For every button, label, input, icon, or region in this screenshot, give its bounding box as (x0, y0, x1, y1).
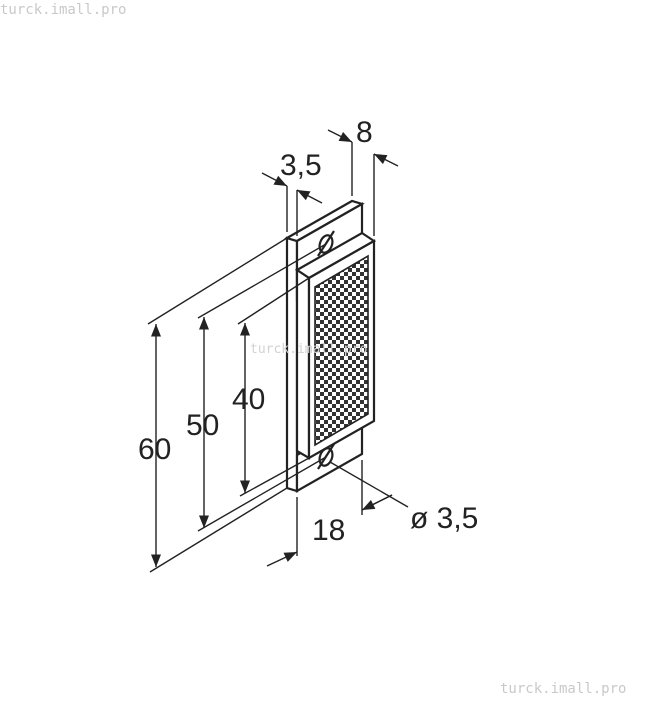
housing-front (295, 267, 311, 460)
dimension-lines (147, 129, 409, 573)
reflector-prism-area (314, 254, 369, 447)
mounting-hole-top (317, 230, 335, 257)
watermark-bottom: turck.imall.pro (500, 681, 627, 697)
dimension-labels: 8 3,5 60 50 40 18 ø 3,5 (138, 116, 478, 547)
label-reflector-40: 40 (232, 383, 265, 416)
dim-line-18 (266, 551, 298, 567)
label-hole-diameter: ø 3,5 (410, 502, 478, 535)
base-plate-front (285, 236, 299, 493)
watermark-top: turck.imall.pro (0, 2, 127, 18)
reflector-body (284, 199, 377, 493)
dim-line-8 (327, 129, 353, 143)
watermark-center: turck.imall.pro (250, 342, 368, 357)
label-depth-8: 8 (356, 116, 373, 149)
dim-line-3-5 (261, 172, 288, 187)
label-hole-spacing-50: 50 (186, 409, 219, 442)
label-width-18: 18 (312, 514, 345, 547)
mounting-hole-bottom (317, 443, 335, 470)
leader-hole-diameter (329, 461, 409, 508)
label-height-60: 60 (138, 433, 171, 466)
label-thickness-3-5: 3,5 (280, 149, 322, 182)
